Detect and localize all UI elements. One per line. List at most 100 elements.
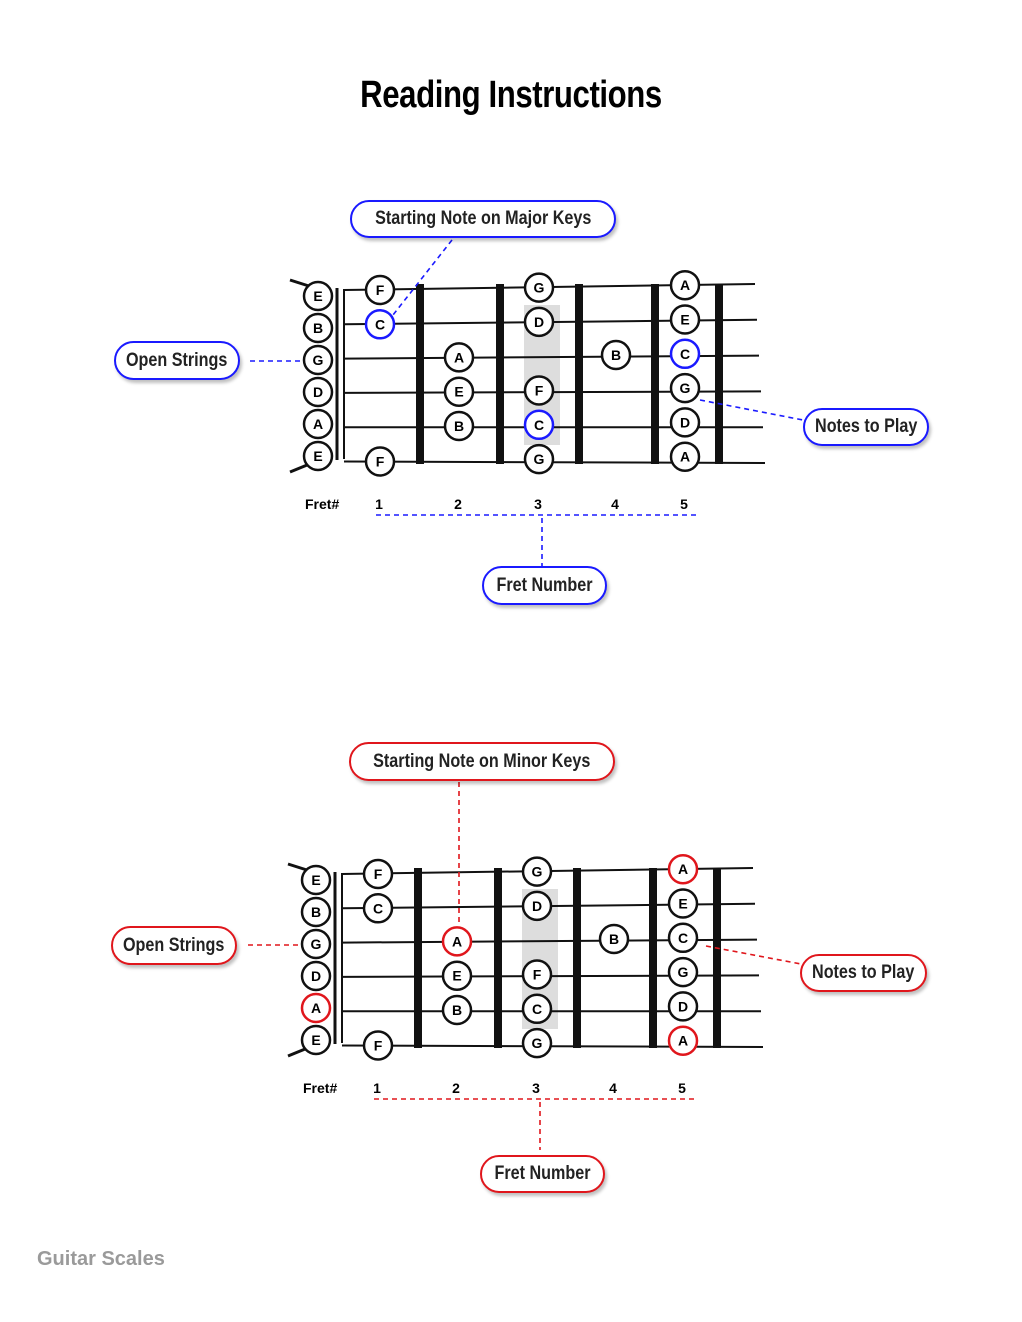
open-string-E-circle [300, 864, 332, 896]
note-F-circle [364, 446, 396, 477]
note-G-circle [523, 443, 555, 475]
note-label: F [376, 454, 385, 470]
note-B-circle [600, 339, 632, 371]
open-string-G-circle [300, 928, 332, 960]
open-string-D-circle [300, 960, 332, 992]
note-G-circle [521, 1027, 553, 1059]
minor-open-strings-label: Open Strings [111, 926, 237, 965]
note-E-circle [443, 376, 475, 407]
note-label: E [678, 896, 687, 912]
note-label: G [534, 451, 545, 467]
open-string-note: A [313, 416, 323, 432]
note-G-circle [523, 272, 555, 303]
note-label: A [678, 861, 688, 877]
note-E-circle [441, 960, 473, 991]
open-string-E-circle [302, 280, 334, 312]
label-text: Fret Number [496, 574, 593, 596]
open-string-note: A [311, 1000, 321, 1016]
label-text: Notes to Play [814, 416, 918, 437]
open-string-B-circle [300, 896, 332, 928]
note-F-circle [521, 959, 553, 990]
note-label: C [532, 1001, 542, 1017]
note-A-circle [443, 342, 475, 373]
open-string-note: E [311, 1032, 320, 1048]
note-label: F [374, 866, 383, 882]
note-label: G [680, 380, 691, 396]
note-label: C [375, 316, 385, 332]
fret-bar [496, 284, 504, 464]
open-string-E-circle [300, 1024, 332, 1056]
major-notes-to-play-label: Notes to Play [803, 408, 929, 446]
note-G-circle [521, 856, 553, 887]
label-text: Fret Number [494, 1163, 591, 1184]
note-F-circle [523, 375, 555, 406]
fret-bar [651, 284, 659, 464]
note-label: D [680, 414, 690, 430]
label-text: Notes to Play [812, 962, 915, 983]
note-A-circle [667, 853, 699, 885]
fret-number: 3 [534, 496, 542, 512]
note-label: D [532, 898, 542, 914]
note-label: F [374, 1038, 383, 1054]
note-F-circle [364, 274, 396, 306]
note-label: A [454, 349, 464, 365]
note-B-circle [598, 923, 630, 955]
fret-bar [414, 868, 422, 1048]
open-string-D-circle [302, 376, 334, 408]
note-G-circle [669, 372, 701, 404]
open-string-note: E [311, 872, 320, 888]
fret-label: Fret# [305, 496, 339, 512]
open-string-note: G [311, 936, 322, 952]
note-label: A [452, 933, 462, 949]
fret-number: 4 [611, 496, 619, 512]
note-E-circle [667, 888, 699, 919]
note-D-circle [523, 306, 555, 338]
note-C-circle [364, 309, 396, 340]
note-F-circle [362, 1030, 394, 1061]
fret-number: 2 [454, 496, 462, 512]
fret-bar [713, 868, 721, 1048]
note-C-circle [523, 409, 555, 441]
note-E-circle [669, 304, 701, 335]
note-label: F [533, 967, 542, 983]
string-line [341, 1044, 764, 1048]
note-label: G [532, 864, 543, 880]
fret-bar [715, 284, 723, 464]
note-A-circle [441, 926, 473, 957]
label-text: Open Strings [126, 349, 228, 371]
fret-bar [649, 868, 657, 1048]
note-label: E [454, 384, 463, 400]
open-string-G-circle [302, 344, 334, 376]
open-string-A-circle [302, 408, 334, 440]
open-string-note: D [311, 968, 321, 984]
open-string-E-circle [302, 440, 334, 472]
fret-bar [573, 868, 581, 1048]
start-note-connector [392, 239, 453, 316]
note-label: C [534, 417, 544, 433]
fret-number: 2 [452, 1080, 460, 1096]
note-label: B [452, 1002, 462, 1018]
major-fret-number-label: Fret Number [482, 566, 607, 605]
note-label: B [611, 347, 621, 363]
note-C-circle [362, 893, 394, 924]
note-label: F [535, 383, 544, 399]
note-B-circle [443, 410, 475, 442]
note-C-circle [521, 993, 553, 1025]
major-open-strings-label: Open Strings [114, 341, 240, 380]
page-title: Reading Instructions [360, 74, 662, 116]
open-string-note: B [313, 320, 323, 336]
note-D-circle [669, 407, 701, 438]
fret-number: 1 [373, 1080, 381, 1096]
note-A-circle [669, 441, 701, 472]
open-string-note: D [313, 384, 323, 400]
note-label: B [609, 931, 619, 947]
note-label: C [678, 930, 688, 946]
note-label: G [532, 1035, 543, 1051]
note-A-circle [667, 1025, 699, 1056]
note-label: B [454, 418, 464, 434]
open-string-note: B [311, 904, 321, 920]
minor-starting-note-label: Starting Note on Minor Keys [349, 742, 615, 781]
note-label: C [680, 346, 690, 362]
